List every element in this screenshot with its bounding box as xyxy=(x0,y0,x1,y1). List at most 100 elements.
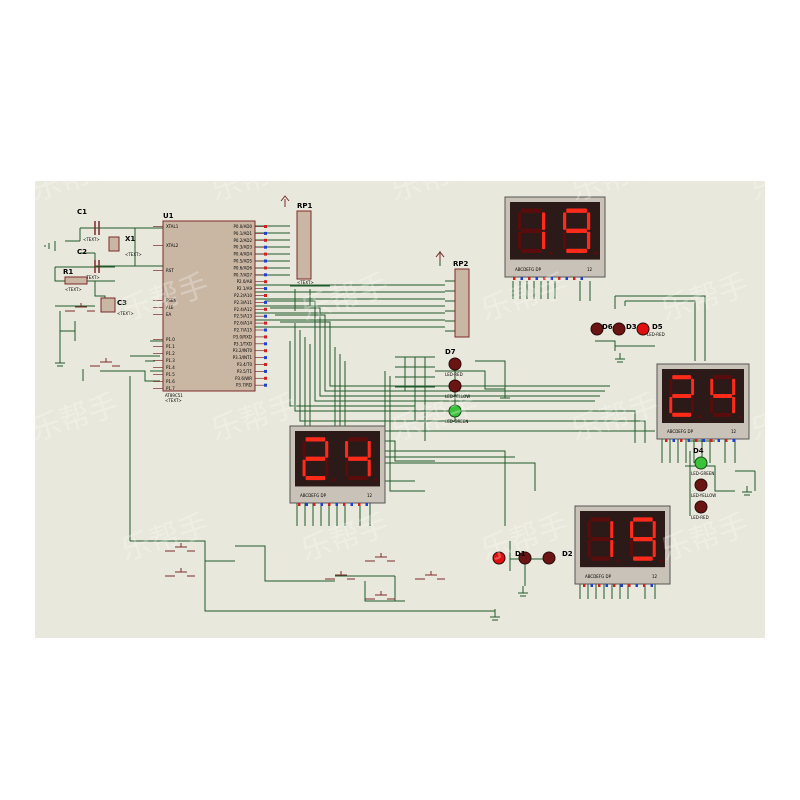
u1-pin-marker xyxy=(264,328,267,332)
microcontroller-u1[interactable]: U1 AT89C51 <TEXT> XTAL1XTAL2RSTPSENALEEA… xyxy=(153,212,267,403)
u1-pin-marker xyxy=(264,300,267,304)
u1-pin-marker xyxy=(264,238,267,242)
segment-b xyxy=(325,441,329,458)
button-reset[interactable] xyxy=(65,303,95,312)
segment-dp xyxy=(374,478,378,482)
u1-pin-marker xyxy=(264,231,267,235)
segment-dp xyxy=(332,478,336,482)
u1-right-pin: P0.7/AD7 xyxy=(234,272,253,277)
led-d5-ref: D5 xyxy=(652,323,663,331)
rp2-ref: RP2 xyxy=(453,260,469,268)
crystal-x1[interactable]: X1 <TEXT> xyxy=(108,235,142,257)
u1-pin-marker xyxy=(264,280,267,284)
segment-f xyxy=(517,212,522,230)
u1-pin-marker xyxy=(264,287,267,291)
display-pin-marker xyxy=(328,503,331,506)
display-pin-marker xyxy=(543,277,546,280)
c3-ref: C3 xyxy=(117,299,127,307)
segment-a xyxy=(590,517,611,522)
resistor-pack-rp1[interactable]: RP1 <TEXT> xyxy=(280,195,314,285)
led-yellow-west: LED-YELLOW xyxy=(445,394,470,399)
led-d5[interactable] xyxy=(636,322,650,336)
led-d2-yellow[interactable] xyxy=(542,551,556,565)
display-pin-marker xyxy=(580,277,583,280)
resistor-pack-rp2[interactable]: RP2 xyxy=(435,251,470,338)
capacitor-c1[interactable]: C1 <TEXT> xyxy=(77,208,100,242)
segment-f xyxy=(562,212,567,230)
led-d7-ref: D7 xyxy=(445,348,456,356)
button-2[interactable] xyxy=(165,568,195,577)
button-5[interactable] xyxy=(415,571,445,580)
segment-g xyxy=(713,393,733,399)
u1-right-pin: P2.0/A8 xyxy=(237,279,253,284)
u1-right-pin: P3.5/T1 xyxy=(237,369,253,374)
u1-left-pin: P1.4 xyxy=(166,365,175,370)
led-group-east: D4 LED-GREEN LED-YELLOW LED-RED xyxy=(691,447,716,520)
segment-g xyxy=(305,456,326,461)
u1-right-pin: P3.3/INT1 xyxy=(233,355,253,360)
display-pin-marker xyxy=(313,503,316,506)
led-red-west: LED-RED xyxy=(445,372,463,377)
display-pin-label: ABCDEFG DP xyxy=(585,574,612,579)
capacitor-c3[interactable]: C3 <TEXT> xyxy=(100,297,134,316)
u1-pin-marker xyxy=(264,321,267,325)
u1-right-pin: P3.1/TXD xyxy=(234,341,252,346)
u1-pin-marker xyxy=(264,252,267,256)
u1-ref: U1 xyxy=(163,212,174,220)
u1-left-pin: XTAL2 xyxy=(166,243,179,248)
u1-right-pin: P3.4/T0 xyxy=(237,362,253,367)
u1-pin-marker xyxy=(264,356,267,360)
led-d4[interactable] xyxy=(694,456,708,470)
button-1[interactable] xyxy=(165,543,195,552)
segment-e xyxy=(587,540,591,558)
segment-e xyxy=(562,231,567,250)
display-pin-marker xyxy=(725,439,728,442)
led-d3[interactable] xyxy=(612,322,626,336)
u1-left-pin: PSEN xyxy=(166,298,176,303)
led-red-east[interactable] xyxy=(694,500,708,514)
led-yellow-east[interactable] xyxy=(694,478,708,492)
u1-left-pin: P1.3 xyxy=(166,358,175,363)
rp1-text: <TEXT> xyxy=(297,280,314,285)
led-d6[interactable] xyxy=(590,322,604,336)
u1-pin-marker xyxy=(264,349,267,353)
u1-pin-marker xyxy=(264,273,267,277)
led-d3-ref: D3 xyxy=(626,323,637,331)
capacitor-c2[interactable]: C2 <TEXT> xyxy=(77,248,100,280)
segment-dp xyxy=(738,415,743,419)
segment-dp xyxy=(617,559,621,563)
display-pin-marker xyxy=(573,277,576,280)
led-d7[interactable] xyxy=(448,357,462,371)
u1-left-pins: XTAL1XTAL2RSTPSENALEEAP1.0P1.1P1.2P1.3P1… xyxy=(153,224,179,391)
u1-left-pin: P1.0 xyxy=(166,337,175,342)
led-d6-ref: D6 xyxy=(602,323,613,331)
segment-g xyxy=(633,536,653,542)
u1-pin-marker xyxy=(264,307,267,311)
u1-right-pin: P0.0/AD0 xyxy=(234,224,253,229)
led-green-west[interactable] xyxy=(448,404,462,418)
button-p1[interactable] xyxy=(90,358,120,367)
led-red-south[interactable] xyxy=(492,551,506,565)
led-d2-ref: D2 xyxy=(562,550,573,558)
display-pin-marker xyxy=(535,277,538,280)
button-6[interactable] xyxy=(365,591,395,600)
segment-c xyxy=(586,231,591,250)
button-4[interactable] xyxy=(325,571,355,580)
display-pin-marker xyxy=(672,439,675,442)
segment-b xyxy=(691,378,695,396)
segment-c xyxy=(691,396,695,414)
u1-pin-marker xyxy=(264,376,267,380)
segment-b xyxy=(732,378,736,396)
resistor-r1[interactable]: R1 <TEXT> xyxy=(63,268,88,292)
led-d1[interactable] xyxy=(518,551,532,565)
segment-a xyxy=(713,375,733,380)
segment-c xyxy=(652,540,656,558)
watermark-text: 乐帮手 xyxy=(387,181,483,209)
wires xyxy=(54,225,756,612)
led-group-south: D1 D2 xyxy=(492,550,573,565)
display-pin-marker xyxy=(298,503,301,506)
button-3[interactable] xyxy=(365,553,395,562)
segment-d xyxy=(566,248,587,254)
x1-text: <TEXT> xyxy=(125,252,142,257)
led-d8[interactable] xyxy=(448,379,462,393)
